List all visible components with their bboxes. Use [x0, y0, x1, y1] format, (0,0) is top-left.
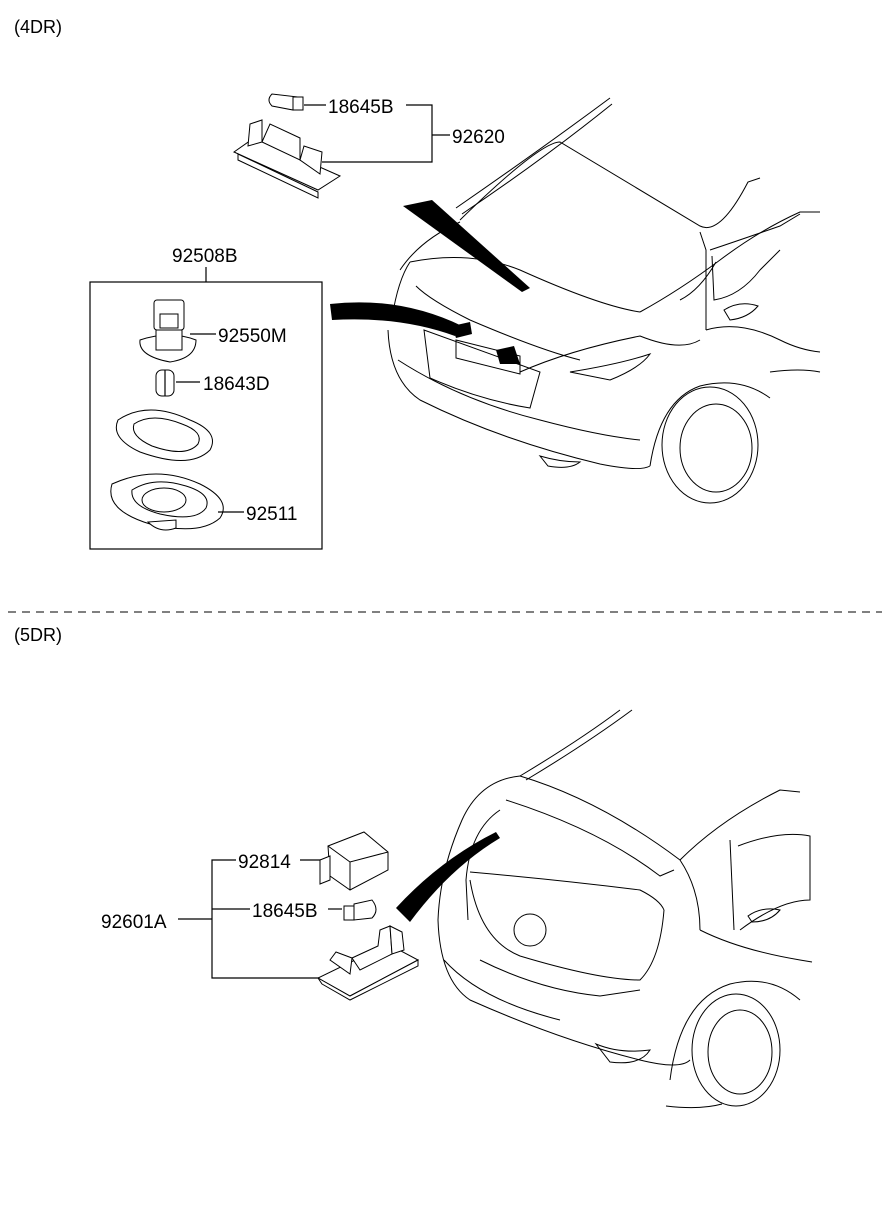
callout-18645b-top: 18645B: [328, 97, 394, 118]
lamp-marker-right: [496, 346, 520, 364]
assembly-box-92508b: [89, 281, 323, 550]
lamp-marker-left: [452, 322, 472, 338]
housing-92511-drawing: [110, 473, 224, 531]
callout-92601a: 92601A: [101, 912, 167, 933]
sedan-rear-drawing: [387, 97, 821, 504]
section-label-5dr: (5DR): [14, 625, 62, 645]
socket-92550m-drawing: [139, 299, 197, 363]
callout-92550m: 92550M: [218, 326, 287, 347]
hatchback-rear-drawing: [437, 709, 813, 1109]
bulb-18643d-drawing: [155, 369, 175, 397]
callout-18645b-bottom: 18645B: [252, 901, 318, 922]
callout-92814: 92814: [238, 852, 291, 873]
gasket-drawing: [115, 409, 213, 461]
callout-92511: 92511: [246, 504, 297, 525]
lamp-92601a-drawing: [316, 925, 420, 1001]
pointer-arrow-5dr: [396, 832, 500, 922]
lens-92814-drawing: [319, 831, 389, 891]
bulb-18645b-bottom-drawing: [343, 899, 377, 921]
bulb-18645b-top-drawing: [268, 93, 304, 111]
lamp-92620-drawing: [232, 119, 342, 199]
pointer-arrow-upper: [403, 200, 530, 292]
callout-92620: 92620: [452, 127, 505, 148]
pointer-arrow-lower: [330, 302, 462, 336]
section-label-4dr: (4DR): [14, 17, 62, 37]
callout-92508b: 92508B: [172, 246, 238, 267]
callout-18643d: 18643D: [203, 374, 270, 395]
